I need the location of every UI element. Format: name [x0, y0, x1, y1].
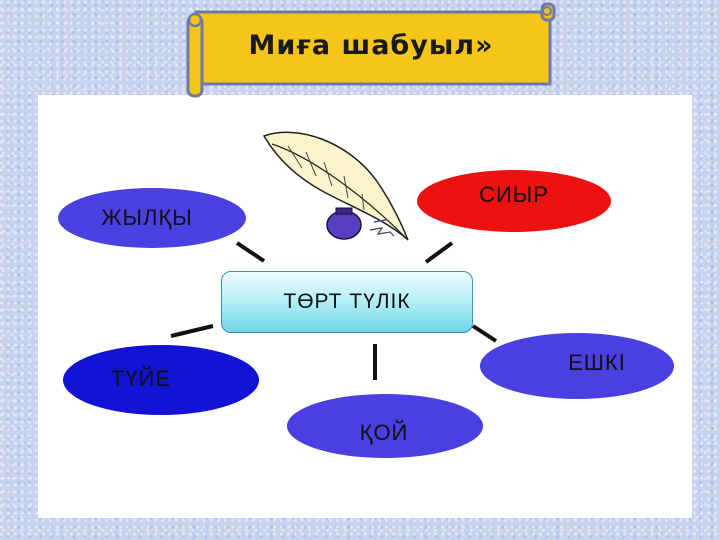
- page-title: Миға шабуыл»: [248, 30, 494, 61]
- quill-inkwell-icon: [262, 131, 409, 241]
- node-tuie: ТҮЙЕ: [63, 345, 259, 415]
- node-tuie-label: ТҮЙЕ: [110, 366, 172, 391]
- node-siyr: СИЫР: [417, 170, 611, 232]
- scroll-shape: [186, 2, 556, 98]
- node-siyr-label: СИЫР: [479, 182, 549, 207]
- connector-tuie: [170, 324, 214, 338]
- center-label: ТӨРТ ТҮЛІК: [283, 290, 411, 313]
- node-zhylqy-label: ЖЫЛҚЫ: [101, 205, 193, 230]
- center-box: ТӨРТ ТҮЛІК: [221, 271, 473, 333]
- node-eshki: ЕШКІ: [480, 333, 674, 399]
- node-eshki-label: ЕШКІ: [568, 350, 626, 375]
- connector-eshki: [471, 324, 498, 343]
- node-qoi-label: ҚОЙ: [359, 420, 409, 445]
- connector-siyr: [424, 241, 454, 264]
- node-zhylqy: ЖЫЛҚЫ: [58, 188, 246, 248]
- connector-zhylqy: [235, 241, 266, 263]
- title-banner: Миға шабуыл»: [182, 2, 556, 98]
- node-qoi: ҚОЙ: [287, 394, 483, 458]
